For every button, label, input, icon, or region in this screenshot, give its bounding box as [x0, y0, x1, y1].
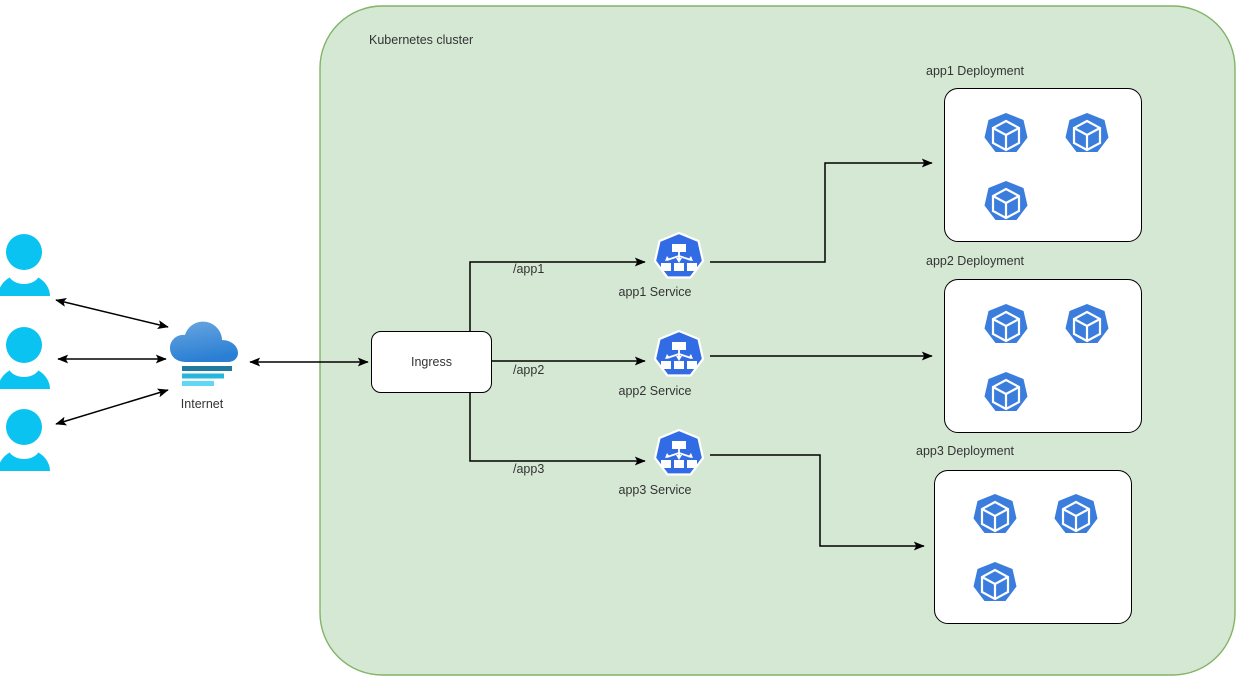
- cloud-icon: [170, 321, 238, 386]
- pod-icon[interactable]: [982, 303, 1030, 351]
- connector-app3-service-deployment: [710, 454, 925, 551]
- user-icon: [0, 409, 50, 471]
- connector-ingress-app1-service: [469, 257, 646, 331]
- user-icon: [0, 327, 50, 389]
- deployment-label-app3: app3 Deployment: [916, 444, 1014, 458]
- kubernetes-service-icon[interactable]: [652, 330, 706, 384]
- connector-app1-service-deployment: [710, 158, 933, 263]
- route-path-label-app3: /app3: [513, 462, 545, 476]
- connector-user1-internet: [55, 298, 169, 329]
- deployment-label-app2: app2 Deployment: [926, 254, 1024, 268]
- deployment-box-app3[interactable]: [934, 470, 1132, 624]
- service-label-app2: app2 Service: [618, 384, 692, 398]
- deployment-box-app2[interactable]: [944, 279, 1142, 433]
- deployment-box-app1[interactable]: [944, 88, 1142, 242]
- pod-icon[interactable]: [982, 180, 1030, 228]
- pod-icon[interactable]: [971, 561, 1019, 609]
- route-path-label-app2: /app2: [513, 363, 545, 377]
- route-path-label-app1: /app1: [513, 262, 545, 276]
- deployment-label-app1: app1 Deployment: [926, 64, 1024, 78]
- pod-icon[interactable]: [982, 371, 1030, 419]
- pod-icon[interactable]: [982, 112, 1030, 160]
- ingress-label: Ingress: [411, 355, 452, 369]
- pod-icon[interactable]: [1063, 303, 1111, 351]
- cluster-title: Kubernetes cluster: [369, 33, 474, 47]
- kubernetes-service-icon[interactable]: [652, 429, 706, 483]
- service-label-app1: app1 Service: [618, 285, 692, 299]
- internet-label: Internet: [180, 397, 224, 411]
- pod-icon[interactable]: [1063, 112, 1111, 160]
- pod-icon[interactable]: [1052, 493, 1100, 541]
- ingress-node[interactable]: Ingress: [371, 331, 492, 393]
- pod-icon[interactable]: [971, 493, 1019, 541]
- connector-user3-internet: [55, 388, 169, 426]
- service-label-app3: app3 Service: [618, 483, 692, 497]
- user-icon: [0, 234, 50, 296]
- connector-ingress-app3-service: [469, 391, 646, 466]
- kubernetes-service-icon[interactable]: [652, 232, 706, 286]
